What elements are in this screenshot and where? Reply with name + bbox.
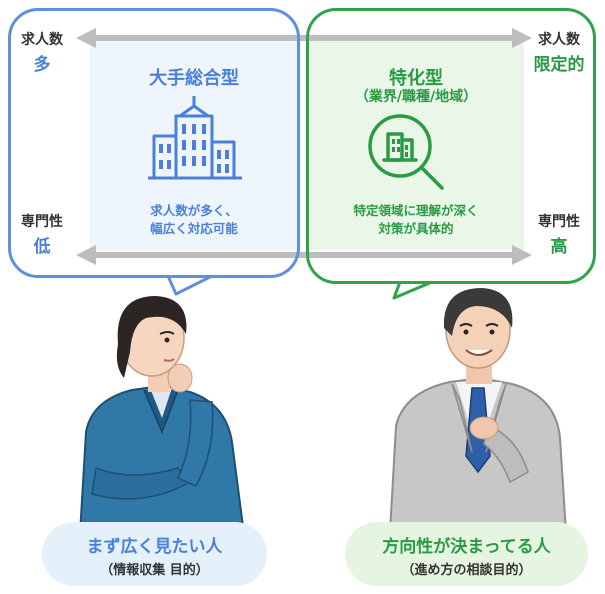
office-building-icon [148, 96, 242, 180]
decided-direction-persona-title: 方向性が決まってる人 [382, 537, 551, 557]
job-count-limited-value: 限定的 [533, 55, 585, 75]
general-speech-bubble [8, 8, 300, 278]
expertise-label: 専門性 [21, 214, 63, 230]
specialized-title: 特化型 [389, 68, 443, 89]
top-right-axis-label: 求人数 限定的 [526, 30, 592, 75]
decided-direction-persona-subtitle: （進め方の相談目的） [401, 563, 532, 578]
specialized-subtitle: （業界/職種/地域） [354, 89, 478, 105]
job-count-many-value: 多 [33, 55, 51, 75]
general-description-line1: 求人数が多く、 [150, 203, 238, 218]
expertise-low-value: 低 [33, 237, 51, 257]
bottom-left-axis-label: 専門性 低 [14, 212, 70, 257]
general-description-line2: 幅広く対応可能 [150, 221, 238, 236]
magnifier-building-icon [368, 114, 444, 190]
job-count-label: 求人数 [21, 32, 63, 48]
general-bubble-tail [166, 274, 213, 296]
job-count-label: 求人数 [538, 32, 580, 48]
thinking-woman-illustration [78, 296, 246, 534]
broad-search-persona-badge: まず広く見たい人 （情報収集 目的） [42, 522, 267, 586]
general-title: 大手総合型 [149, 68, 239, 89]
expertise-high-value: 高 [550, 237, 568, 257]
confident-man-illustration [388, 288, 568, 532]
specialized-bubble-tail [392, 280, 433, 300]
expertise-label: 専門性 [538, 214, 580, 230]
decided-direction-persona-badge: 方向性が決まってる人 （進め方の相談目的） [345, 522, 588, 586]
expertise-axis-arrow [76, 245, 532, 265]
broad-search-persona-title: まず広く見たい人 [86, 537, 223, 557]
specialized-description: 特定領域に理解が深く 対策が具体的 [308, 202, 524, 238]
job-count-axis-arrow [76, 28, 532, 48]
top-left-axis-label: 求人数 多 [14, 30, 70, 75]
specialized-speech-bubble [306, 8, 596, 284]
bottom-right-axis-label: 専門性 高 [526, 212, 592, 257]
general-description: 求人数が多く、 幅広く対応可能 [90, 202, 298, 238]
specialized-description-line1: 特定領域に理解が深く [353, 203, 479, 218]
specialized-description-line2: 対策が具体的 [378, 221, 454, 236]
broad-search-persona-subtitle: （情報収集 目的） [100, 563, 209, 578]
specialized-panel-background [308, 40, 524, 250]
